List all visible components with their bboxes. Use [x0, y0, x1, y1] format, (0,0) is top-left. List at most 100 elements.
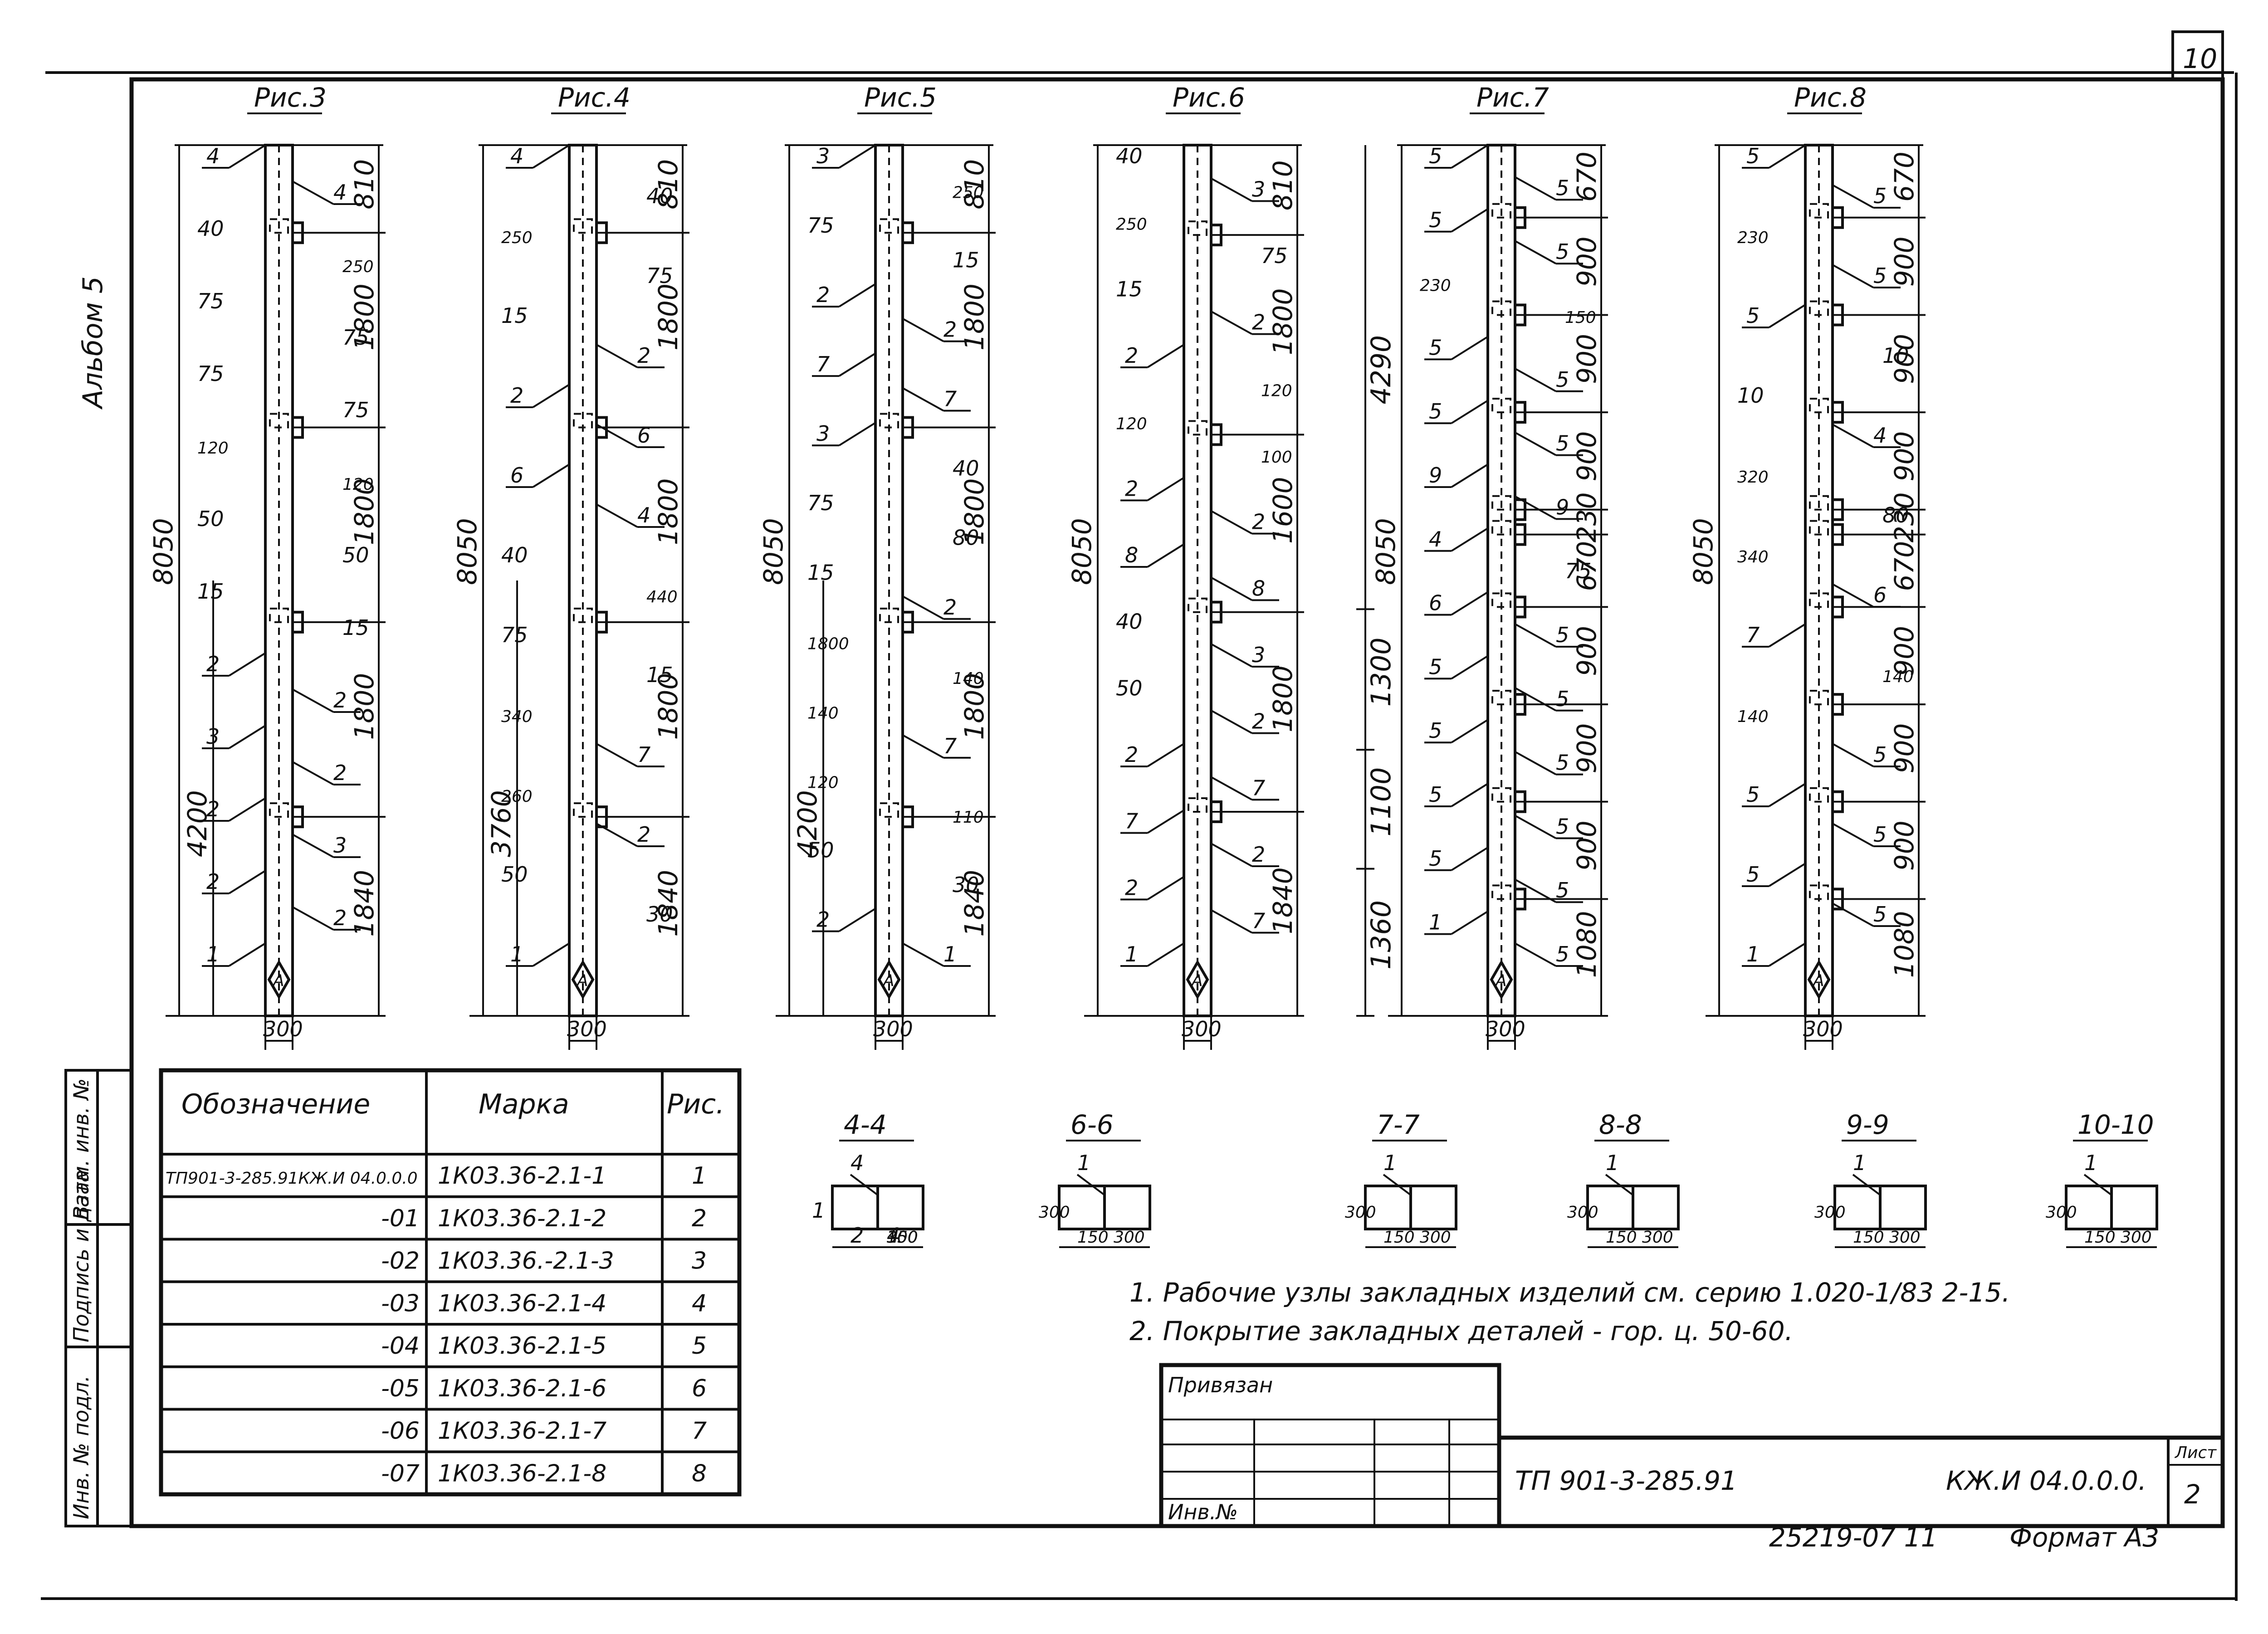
position-leader: [1147, 743, 1185, 767]
section-title: 10-10: [2077, 1109, 2154, 1140]
embedded-plate: [901, 805, 914, 829]
position-label: 75: [807, 213, 834, 238]
position-label: 30: [646, 902, 673, 927]
dim-chain-value: 900: [1889, 431, 1920, 482]
embedded-plate: [1210, 224, 1222, 247]
figure-8: Рис.880506709009009002306709009009001080…: [1688, 82, 1926, 1050]
position-leader: [1147, 344, 1185, 368]
position-label: 5: [1429, 335, 1442, 360]
position-label: 2: [1252, 510, 1265, 534]
position-leader: [838, 144, 876, 169]
dim-chain-value: 900: [1889, 236, 1920, 287]
dim-chain-value: 1800: [1267, 288, 1298, 356]
position-leader: [532, 384, 570, 408]
position-leader: [1768, 783, 1806, 807]
dim-total-value: 8050: [1370, 518, 1401, 585]
position-leader: [1451, 847, 1489, 871]
dim-width-value: 300: [567, 1017, 607, 1041]
position-leader: [1147, 543, 1185, 568]
position-leader: [228, 144, 266, 169]
hidden-plate: [1491, 592, 1511, 608]
section-outline-right: [1879, 1185, 1927, 1230]
embedded-plate: [1831, 206, 1844, 229]
position-label: 5: [1429, 654, 1442, 679]
position-label: 2: [1252, 842, 1265, 867]
marker-letter: А: [576, 971, 588, 990]
top-sheet-number: 10: [2183, 43, 2217, 75]
sheet-label: Лист: [2174, 1444, 2217, 1462]
position-label: 50: [807, 838, 834, 862]
position-leader: [1832, 184, 1874, 209]
dim-chain-value: 900: [1571, 626, 1602, 676]
position-label: 2: [333, 688, 347, 712]
position-label: 15: [501, 303, 528, 328]
section-label: 300: [1642, 1228, 1673, 1247]
position-label: 6: [1873, 583, 1887, 607]
section-label: 1: [2084, 1151, 2097, 1175]
position-label: 2: [1125, 875, 1138, 900]
section-label: 300: [1889, 1228, 1921, 1247]
position-leader: [1768, 623, 1806, 648]
section-label: 1: [1853, 1151, 1866, 1175]
hidden-plate: [1188, 420, 1207, 436]
position-label: 1800: [807, 634, 849, 653]
embedded-plate: [291, 416, 304, 439]
hidden-plate: [269, 607, 289, 623]
position-label: 15: [953, 248, 979, 273]
section-label: 300: [1114, 1228, 1145, 1247]
position-label: 75: [197, 361, 224, 386]
position-leader: [1211, 909, 1252, 934]
position-label: 5: [1429, 208, 1442, 232]
footer-format: Формат А3: [2009, 1522, 2159, 1553]
position-leader: [1768, 144, 1806, 169]
position-leader: [1515, 687, 1556, 712]
marker-letter: А: [1191, 971, 1203, 990]
embedded-plate: [291, 805, 304, 829]
spec-cell-designation: -05: [381, 1375, 420, 1402]
position-label: 75: [501, 623, 528, 647]
dim-chain-value: 810: [959, 159, 990, 210]
figure-title: Рис.5: [864, 82, 937, 113]
embedded-plate: [1514, 888, 1526, 911]
position-label: 140: [807, 704, 839, 722]
hidden-plate: [573, 218, 593, 234]
marker-diamond: [571, 960, 595, 1000]
position-leader: [1451, 463, 1489, 488]
section-label: 300: [2046, 1203, 2077, 1222]
position-leader: [1515, 751, 1556, 776]
dim-chain-value: 1800: [653, 673, 684, 740]
hidden-plate: [879, 802, 899, 818]
position-label: 1: [206, 942, 220, 966]
position-leader: [1451, 144, 1489, 169]
position-leader: [1515, 878, 1556, 903]
spec-cell-mark: 1К03.36-2.1-1: [438, 1162, 606, 1190]
hidden-plate: [1491, 690, 1511, 706]
position-leader: [1211, 576, 1252, 601]
position-label: 2: [1125, 476, 1138, 501]
position-label: 2: [816, 907, 830, 932]
position-leader: [1515, 942, 1556, 967]
dim-width-value: 300: [1803, 1017, 1843, 1041]
embedded-plate: [901, 610, 914, 634]
position-label: 2: [333, 906, 347, 930]
spec-cell-designation: -04: [381, 1332, 420, 1360]
position-label: 1: [1429, 910, 1442, 935]
position-leader: [1451, 527, 1489, 552]
position-leader: [1211, 177, 1252, 202]
position-label: 7: [1252, 909, 1265, 933]
position-leader: [838, 283, 876, 307]
marker-diamond: [877, 960, 901, 1000]
position-label: 4: [637, 503, 650, 527]
dim-total-value: 8050: [148, 518, 179, 585]
hidden-plate: [269, 802, 289, 818]
dim-chain-value: 1800: [959, 478, 990, 546]
dim-chain-value: 230: [1571, 492, 1602, 542]
dim-chain-value: 1800: [653, 283, 684, 351]
position-leader: [228, 797, 266, 822]
dim-chain-value: 810: [1267, 160, 1298, 210]
note-2: 2. Покрытие закладных деталей - гор. ц. …: [1129, 1316, 1793, 1346]
dim-chain-value: 1800: [349, 478, 380, 546]
